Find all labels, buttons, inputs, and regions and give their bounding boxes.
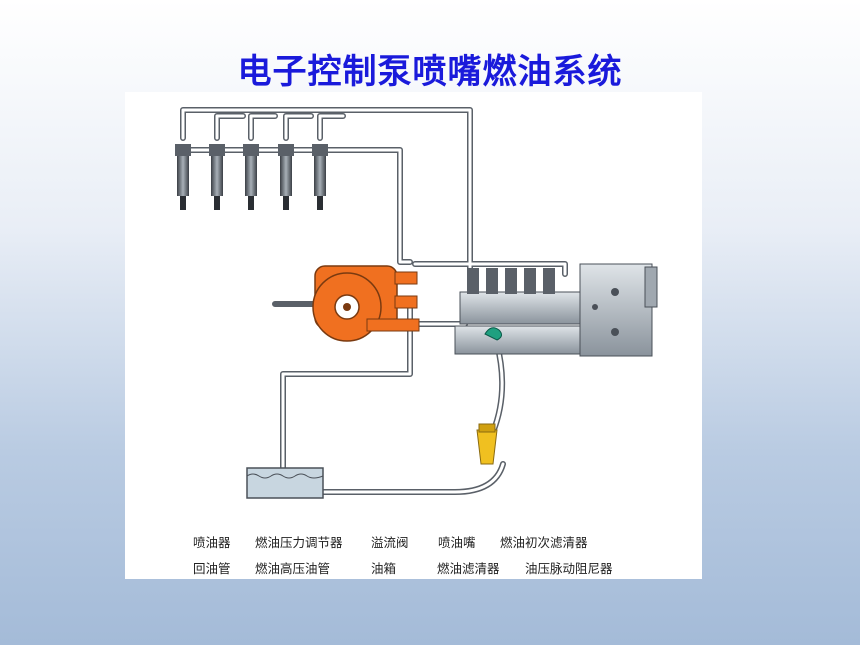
fuel-pump — [312, 265, 420, 342]
fuel-filter — [476, 423, 498, 465]
fuel-system-diagram: 喷油器 燃油压力调节器 溢流阀 喷油嘴 燃油初次滤清器 回油管 燃油高压油管 油… — [125, 92, 702, 579]
injector-5 — [312, 144, 328, 210]
legend-label-injector: 喷油器 — [193, 535, 231, 550]
injection-pump — [454, 263, 658, 357]
diagram-canvas — [175, 107, 658, 499]
legend-label-overflow-valve: 溢流阀 — [371, 535, 409, 550]
legend-label-pressure-regulator: 燃油压力调节器 — [255, 535, 343, 550]
legend-label-fuel-filter: 燃油滤清器 — [437, 561, 500, 576]
legend-label-pulsation-damper: 油压脉动阻尼器 — [525, 561, 613, 576]
legend-label-high-pressure-line: 燃油高压油管 — [255, 561, 331, 576]
injector-4 — [278, 144, 294, 210]
pump-elements — [467, 268, 555, 294]
page-title: 电子控制泵喷嘴燃油系统 — [237, 52, 623, 92]
fuel-tank — [246, 467, 324, 499]
injector-2 — [209, 144, 225, 210]
injector-group — [175, 144, 328, 210]
legend-label-return-line: 回油管 — [193, 561, 231, 576]
injector-1 — [175, 144, 191, 210]
legend-label-fuel-tank: 油箱 — [371, 561, 397, 576]
legend-label-primary-filter: 燃油初次滤清器 — [500, 535, 588, 550]
injector-3 — [243, 144, 259, 210]
legend-label-nozzle: 喷油嘴 — [438, 535, 476, 550]
